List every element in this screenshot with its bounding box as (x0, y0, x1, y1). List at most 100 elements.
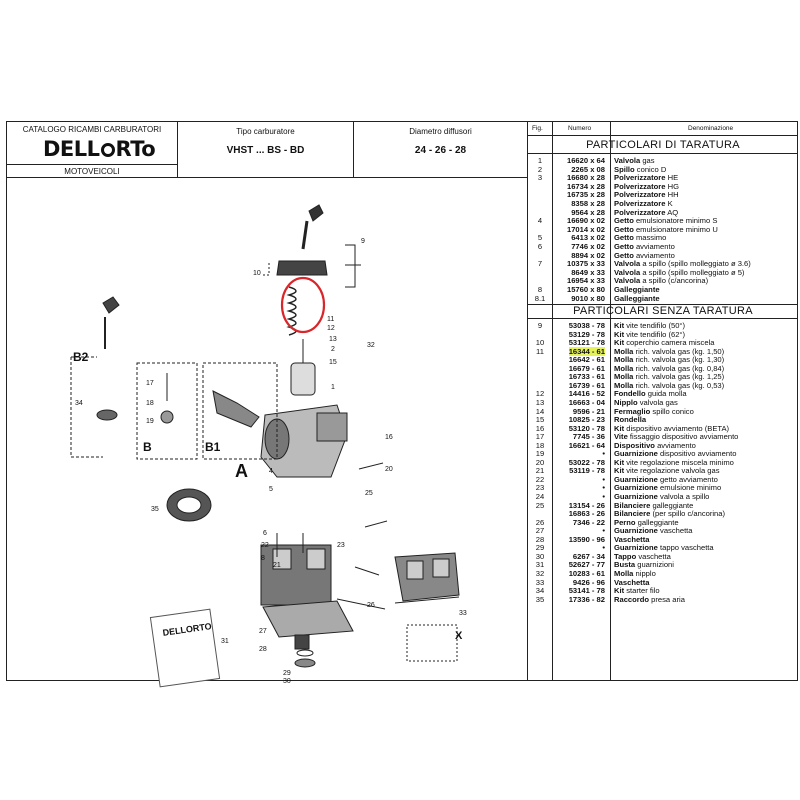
callout-4: 4 (269, 468, 273, 475)
part-number-text: • (602, 492, 605, 501)
part-detail: a spillo (spillo molleggiato ø 3.6) (642, 259, 751, 269)
part-fig: 28 (535, 534, 545, 544)
part-name: Kit (614, 466, 625, 476)
part-name: Vaschetta (614, 577, 650, 587)
part-desc: Tappo vaschetta (614, 551, 671, 561)
part-number: • (553, 526, 605, 536)
part-name: Guarnizione (614, 474, 658, 484)
part-name: Getto (614, 216, 634, 226)
part-row: 16954 x 33 Valvola a spillo (c/ancorina) (528, 277, 798, 285)
part-number-text: • (602, 543, 605, 553)
callout-26: 26 (367, 602, 375, 609)
part-name: Polverizzatore (614, 173, 666, 183)
part-row: 23•Guarnizione emulsione minimo (528, 483, 798, 493)
part-detail: valvola gas (639, 397, 678, 407)
part-detail: vite tendifilo (62°) (626, 329, 686, 339)
part-number: • (553, 492, 605, 501)
part-fig: 31 (535, 560, 545, 570)
part-number: 7746 x 02 (553, 242, 605, 251)
callout-15: 15 (329, 359, 337, 366)
part-fig: 34 (535, 586, 545, 596)
part-fig: 8.1 (534, 293, 546, 303)
part-number: 14416 - 52 (553, 390, 605, 398)
part-fig: 21 (535, 466, 545, 476)
callout-6: 6 (263, 530, 267, 537)
part-fig: 23 (535, 483, 545, 493)
part-name: Vite (614, 432, 628, 442)
part-fig: 3 (537, 173, 543, 183)
part-number-text: 53121 - 78 (568, 338, 605, 348)
part-detail: AQ (667, 207, 679, 217)
part-number: 16863 - 26 (553, 509, 605, 518)
part-detail: massimo (635, 233, 667, 243)
part-name: Molla (614, 372, 634, 382)
part-desc: Kit starter filo (614, 586, 660, 595)
part-number-text: 7745 - 36 (572, 432, 605, 442)
part-number: 9564 x 28 (553, 208, 605, 217)
part-desc: Valvola a spillo (c/ancorina) (614, 277, 708, 285)
part-number-text: 16734 x 28 (566, 181, 605, 191)
exploded-carburetor-drawing: A B B1 B2 X 1 2 4 5 6 8 9 10 11 12 13 15… (70, 204, 467, 688)
part-fig: 4 (537, 216, 543, 226)
callout-11: 11 (327, 316, 334, 323)
part-row: 18 16621 - 64 Dispositivo avviamento (528, 440, 798, 450)
part-number-text: 9010 x 80 (571, 293, 605, 303)
part-number-text: 16621 - 64 (568, 440, 605, 450)
category-label: MOTOVEICOLI (64, 167, 120, 176)
part-desc: Kit vite regolazione miscela minimo (614, 458, 734, 467)
cable-end-shape (308, 204, 324, 222)
part-number: 52627 - 77 (553, 561, 605, 569)
view-label-b2: B2 (73, 350, 89, 364)
part-fig: 6 (537, 242, 543, 251)
callout-19: 19 (146, 418, 154, 425)
part-detail: valvola a spillo (660, 492, 710, 501)
part-number: 2265 x 08 (553, 165, 605, 174)
part-desc: Polverizzatore K (614, 199, 673, 208)
part-detail: guida molla (647, 389, 687, 399)
part-desc: Valvola a spillo (spillo molleggiato ø 5… (614, 268, 744, 277)
part-number-text: 16954 x 33 (566, 276, 605, 286)
part-number: 53129 - 78 (553, 329, 605, 339)
part-number-text: 16679 - 61 (568, 363, 605, 373)
part-desc: Rondella (614, 415, 646, 424)
part-number-text: 53129 - 78 (568, 329, 605, 339)
part-desc: Dispositivo avviamento (614, 441, 696, 450)
part-number-text: • (602, 526, 605, 536)
part-number: 16663 - 04 (553, 398, 605, 407)
callout-5: 5 (269, 486, 273, 493)
part-number: 17336 - 82 (553, 595, 605, 604)
part-number: 10375 x 33 (553, 259, 605, 268)
part-name: Polverizzatore (614, 181, 666, 191)
part-number-text: 53141 - 78 (568, 586, 605, 596)
part-number: 16621 - 64 (553, 440, 605, 450)
callout-20: 20 (385, 466, 393, 473)
part-detail: emulsione minimo (660, 483, 722, 493)
part-number: 9426 - 96 (553, 578, 605, 587)
part-fig: 12 (535, 389, 545, 399)
part-fig: 18 (535, 440, 545, 450)
part-name: Guarnizione (614, 543, 658, 553)
part-name: Tappo (614, 551, 637, 561)
part-name: Molla (614, 346, 634, 356)
part-row: 34 53141 - 78 Kit starter filo (528, 586, 798, 596)
part-detail: avviamento (635, 242, 675, 251)
callout-12: 12 (327, 325, 335, 332)
part-number-text: 7746 x 02 (571, 242, 605, 251)
part-number: 16733 - 61 (553, 373, 605, 381)
part-detail: guarnizioni (637, 560, 674, 570)
part-name: Kit (614, 338, 625, 348)
callout-9: 9 (361, 238, 365, 245)
part-desc: Polverizzatore HE (614, 173, 678, 183)
